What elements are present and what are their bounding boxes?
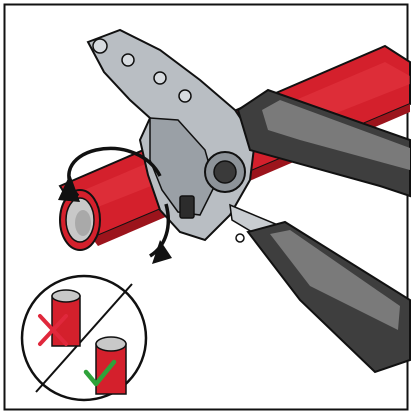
rivet-icon [93,39,107,53]
rivet-icon [122,54,134,66]
inset-comparison [22,276,146,400]
lock-latch-icon [180,196,194,218]
rivet-icon [154,72,166,84]
rivet-icon [179,90,191,102]
